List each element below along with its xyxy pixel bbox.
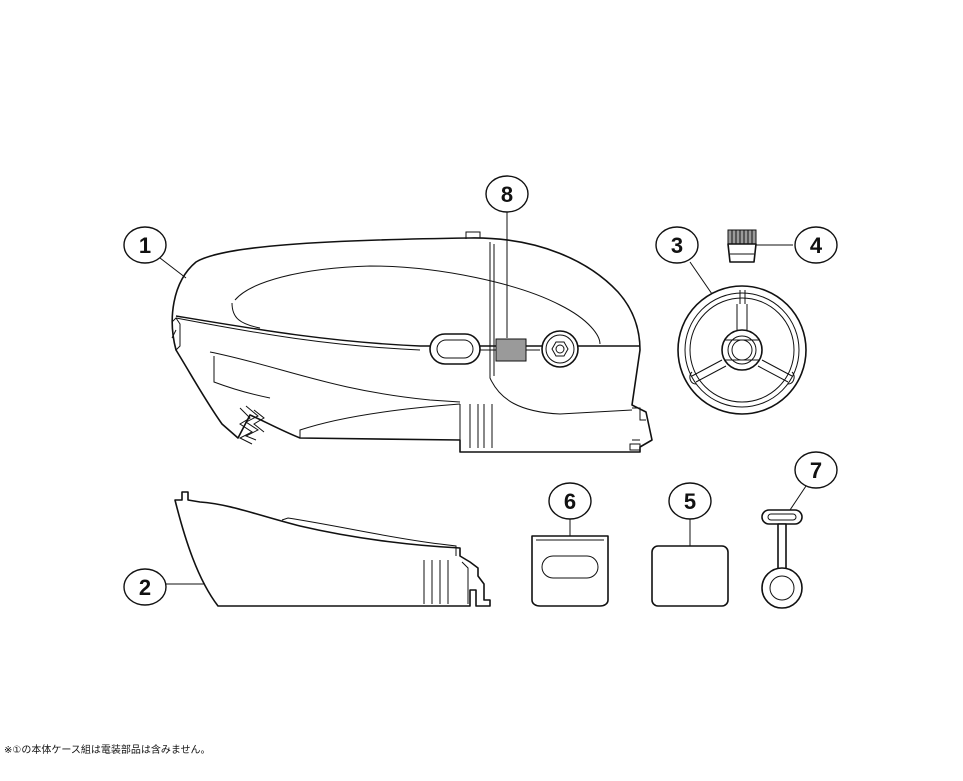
callout-3-label: 3 bbox=[671, 233, 683, 258]
callout-6: 6 bbox=[548, 482, 592, 520]
leader-1 bbox=[159, 257, 187, 279]
part-3-wheel bbox=[677, 285, 807, 415]
leader-lines bbox=[159, 212, 807, 585]
callout-5-label: 5 bbox=[684, 489, 696, 514]
part-2-lower-cover bbox=[174, 491, 491, 607]
callout-3: 3 bbox=[655, 226, 699, 264]
part-6-pad bbox=[531, 535, 609, 607]
part-4-cap bbox=[727, 229, 757, 263]
part-5-pad bbox=[651, 545, 729, 607]
callout-5: 5 bbox=[668, 482, 712, 520]
callout-8: 8 bbox=[485, 175, 529, 213]
callout-4-label: 4 bbox=[810, 233, 823, 258]
callout-7-label: 7 bbox=[810, 458, 822, 483]
part-7-plug bbox=[761, 509, 803, 609]
callout-1: 1 bbox=[123, 226, 167, 264]
callout-6-label: 6 bbox=[564, 489, 576, 514]
callout-4: 4 bbox=[794, 226, 838, 264]
leader-7 bbox=[789, 485, 807, 511]
callout-1-label: 1 bbox=[139, 233, 151, 258]
footnote-text: ※①の本体ケース組は電装部品は含みません。 bbox=[4, 745, 211, 756]
callout-2: 2 bbox=[123, 568, 167, 606]
leader-3 bbox=[689, 261, 713, 295]
callout-7: 7 bbox=[794, 451, 838, 489]
part-1-body-case bbox=[171, 231, 653, 453]
callout-8-label: 8 bbox=[501, 182, 513, 207]
callout-2-label: 2 bbox=[139, 575, 151, 600]
